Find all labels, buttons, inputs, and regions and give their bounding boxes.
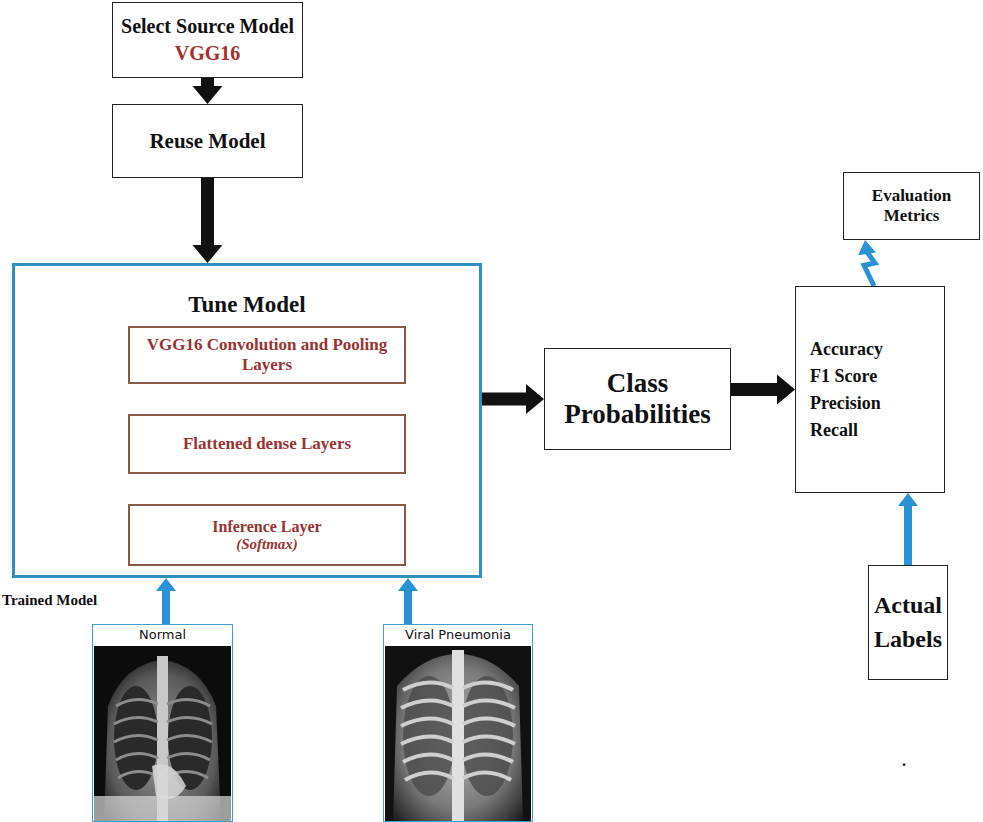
block-arrow — [156, 578, 176, 624]
block-arrow — [193, 78, 223, 104]
metrics-box: Accuracy F1 Score Precision Recall — [795, 286, 945, 493]
box-title: Select Source Model — [121, 15, 294, 38]
arrow-shape — [898, 493, 918, 565]
box-title: Tune Model — [188, 292, 305, 318]
image-panel: Viral Pneumonia — [383, 624, 533, 822]
layer-box: Inference Layer(Softmax) — [128, 504, 406, 566]
block-arrow — [898, 493, 918, 565]
box-title: VGG16 Convolution and Pooling Layers — [138, 335, 396, 375]
arrow-shape — [731, 375, 795, 405]
box-title: Reuse Model — [149, 129, 265, 154]
box-title: Evaluation Metrics — [852, 186, 971, 226]
block-arrow — [193, 178, 223, 263]
layer-box: Flattened dense Layers — [128, 414, 406, 474]
process-box: Reuse Model — [112, 104, 303, 178]
process-box: Select Source ModelVGG16 — [112, 2, 303, 78]
box-title: Class Probabilities — [553, 368, 722, 430]
panel-label: Trained Model — [2, 592, 97, 609]
layer-box: VGG16 Convolution and Pooling Layers — [128, 326, 406, 384]
stray-mark: . — [902, 752, 906, 770]
block-arrow — [731, 375, 795, 405]
group-box: Tune ModelVGG16 Convolution and Pooling … — [12, 263, 482, 578]
lightning-arrow — [858, 240, 876, 286]
arrow-shape — [193, 78, 223, 104]
lightning-shaft — [864, 252, 875, 286]
box-title: Inference Layer — [212, 518, 321, 536]
arrow-shape — [193, 178, 223, 263]
box-subtitle: VGG16 — [175, 42, 241, 65]
arrow-shape — [398, 578, 418, 624]
box-title: Viral Pneumonia — [384, 625, 532, 646]
arrow-shape — [156, 578, 176, 624]
arrow-head — [858, 240, 876, 255]
box-title: Normal — [93, 625, 232, 646]
image-panel: Normal — [92, 624, 233, 822]
box-title: Flattened dense Layers — [183, 434, 351, 454]
box-title: Actual Labels — [874, 589, 942, 656]
box-title: Accuracy F1 Score Precision Recall — [810, 336, 902, 444]
process-box: Evaluation Metrics — [843, 172, 980, 240]
input-box: Actual Labels — [868, 565, 948, 680]
block-arrow — [482, 384, 544, 414]
block-arrow — [398, 578, 418, 624]
arrow-shape — [482, 384, 544, 414]
box-subtitle: (Softmax) — [236, 536, 298, 553]
process-box: Class Probabilities — [544, 348, 731, 450]
xray-viral-pneumonia — [385, 646, 531, 822]
xray-normal — [94, 646, 231, 822]
